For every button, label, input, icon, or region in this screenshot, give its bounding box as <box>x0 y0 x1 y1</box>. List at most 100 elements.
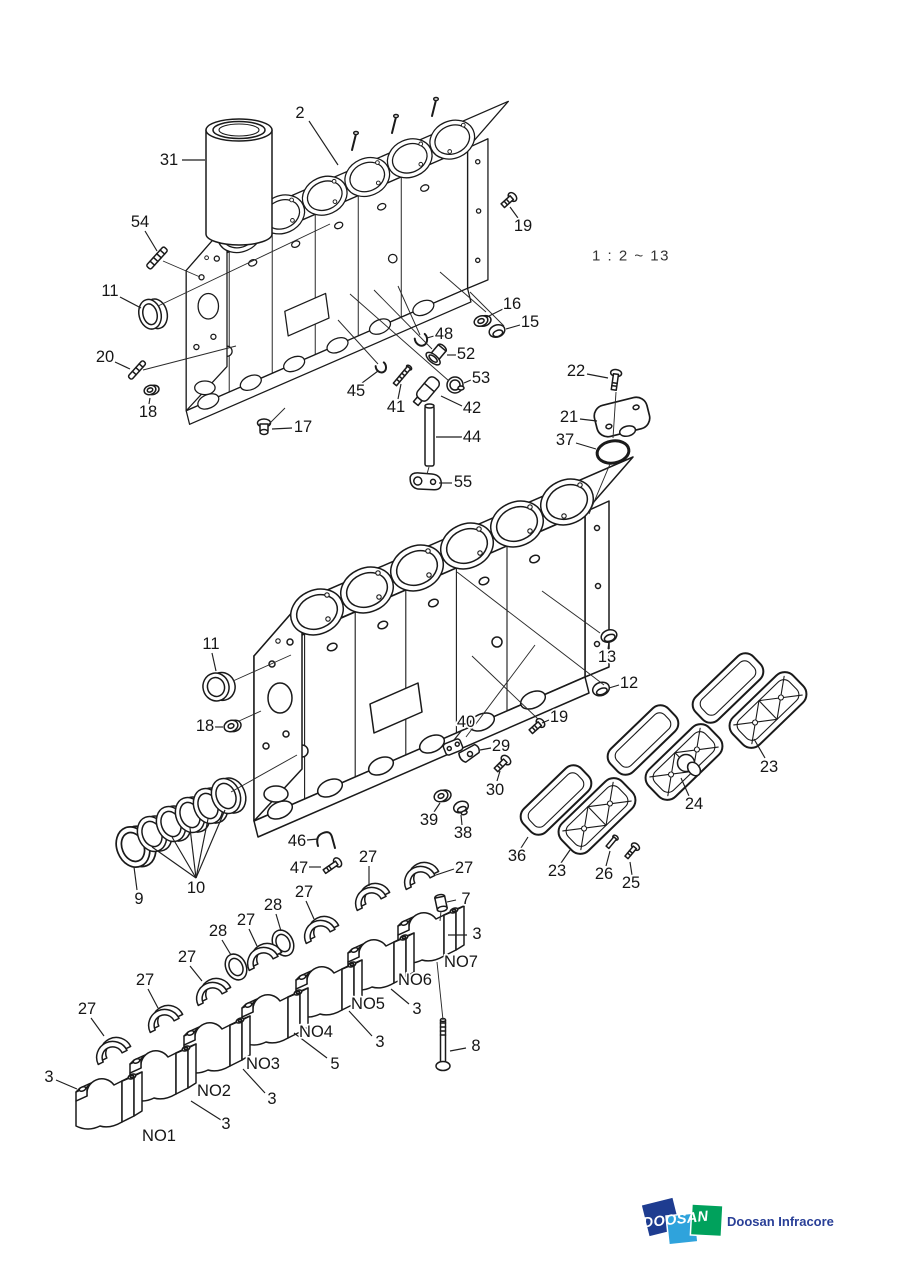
assembly-line-10 <box>612 391 617 439</box>
knurled-plug-icon <box>446 376 465 394</box>
callout-3-53: 3 <box>412 1000 421 1018</box>
callout-21-19: 21 <box>560 408 578 426</box>
leader-line-53 <box>463 379 472 384</box>
assembly-line-14 <box>238 710 262 722</box>
leader-line-28 <box>275 913 282 932</box>
scale-note: 1 : 2 ~ 13 <box>592 248 670 265</box>
leader-line-27 <box>147 988 159 1009</box>
cotter-clip-icon <box>316 831 336 849</box>
leader-line-41 <box>397 383 402 400</box>
callout-NO4-58: NO4 <box>299 1023 333 1041</box>
assembly-line-13 <box>232 654 292 682</box>
bolt-icon <box>609 368 623 392</box>
callout-27-47: 27 <box>178 948 196 966</box>
leader-line-45 <box>361 370 379 384</box>
callout-28-46: 28 <box>209 922 227 940</box>
leader-line-24 <box>680 777 690 797</box>
callout-13-23: 13 <box>598 648 616 666</box>
leader-line-12 <box>608 684 620 689</box>
leader-line-37 <box>575 442 597 450</box>
leader-line-46 <box>306 838 319 841</box>
callout-27-49: 27 <box>78 1000 96 1018</box>
callout-55-17: 55 <box>454 473 472 491</box>
callout-18-11: 18 <box>139 403 157 421</box>
leader-line-28 <box>221 939 232 956</box>
leader-line-25 <box>629 861 633 876</box>
cup-plug-icon <box>600 628 618 644</box>
callout-25-34: 25 <box>622 874 640 892</box>
callout-37-20: 37 <box>556 431 574 449</box>
bearing-cap-no1 <box>75 1071 143 1130</box>
lower-small-parts <box>202 628 641 875</box>
leader-line-5 <box>293 1032 328 1059</box>
bearing-shell-icon <box>297 910 341 945</box>
leader-line-23 <box>753 738 766 759</box>
piston-ring-set <box>109 771 252 875</box>
assembly-line-18 <box>465 644 536 738</box>
leader-line-38 <box>460 814 463 826</box>
assembly-line-16 <box>456 571 605 686</box>
cylinder-liner <box>205 118 273 246</box>
callout-53-9: 53 <box>472 369 490 387</box>
cover-plate-assembly <box>593 368 651 465</box>
callout-28-44: 28 <box>264 896 282 914</box>
grooved-washer-icon <box>433 789 452 803</box>
nozzle-body-icon <box>425 343 448 366</box>
callout-3-61: 3 <box>221 1115 230 1133</box>
assembly-line-17 <box>471 655 539 720</box>
leader-line-15 <box>505 324 521 330</box>
logo-square-green <box>689 1203 724 1238</box>
stud-icon <box>127 360 147 380</box>
callout-36-31: 36 <box>508 847 526 865</box>
leader-line-3 <box>190 1100 222 1121</box>
nozzle-plate-icon <box>442 738 464 756</box>
callout-2-0: 2 <box>295 104 304 122</box>
callout-27-42: 27 <box>359 848 377 866</box>
leader-line-36 <box>520 836 529 849</box>
assembly-line-4 <box>439 271 487 313</box>
leader-line-11 <box>119 296 142 309</box>
leader-line-18 <box>148 397 151 405</box>
side-covers-group <box>515 647 813 860</box>
callout-16-5: 16 <box>503 295 521 313</box>
leader-line-54 <box>144 230 158 252</box>
callout-3-59: 3 <box>267 1090 276 1108</box>
callout-3-64: 3 <box>44 1068 53 1086</box>
upper-small-parts <box>127 191 518 491</box>
leader-line-17 <box>271 427 293 430</box>
bearing-shell-icon <box>141 999 185 1034</box>
assembly-axis-lines <box>142 223 617 1021</box>
assembly-line-7 <box>373 289 433 350</box>
small-ring-icon <box>374 361 388 374</box>
doosan-logo: DOOSAN Doosan Infracore <box>640 1196 834 1246</box>
callout-11-21: 11 <box>202 635 219 653</box>
engine-block-upper <box>185 96 509 425</box>
leader-line-3 <box>348 1010 373 1037</box>
seal-ring-icon <box>138 298 169 330</box>
leader-line-7 <box>446 899 457 903</box>
callout-27-43: 27 <box>295 883 313 901</box>
bracket-plate-icon <box>458 743 480 763</box>
callout-26-33: 26 <box>595 865 613 883</box>
callout-24-35: 24 <box>685 795 703 813</box>
leader-line-22 <box>586 373 609 379</box>
leader-line-19 <box>509 206 519 219</box>
assembly-line-20 <box>436 961 444 1021</box>
valve-screw-icon <box>392 364 413 387</box>
bolt-icon <box>624 842 641 860</box>
leader-line-3 <box>55 1079 78 1090</box>
callout-NO5-56: NO5 <box>351 995 385 1013</box>
bolt-icon <box>322 857 343 875</box>
assembly-line-3 <box>267 407 286 426</box>
cup-plug-icon <box>488 323 506 339</box>
callout-47-38: 47 <box>290 859 308 877</box>
assembly-line-0 <box>157 223 331 307</box>
assembly-line-21 <box>439 910 442 922</box>
leader-line-10 <box>189 827 197 879</box>
washer-icon <box>473 314 492 328</box>
leader-line-30 <box>496 770 501 782</box>
callout-19-25: 19 <box>550 708 568 726</box>
callout-NO6-54: NO6 <box>398 971 432 989</box>
callout-NO7-52: NO7 <box>444 953 478 971</box>
